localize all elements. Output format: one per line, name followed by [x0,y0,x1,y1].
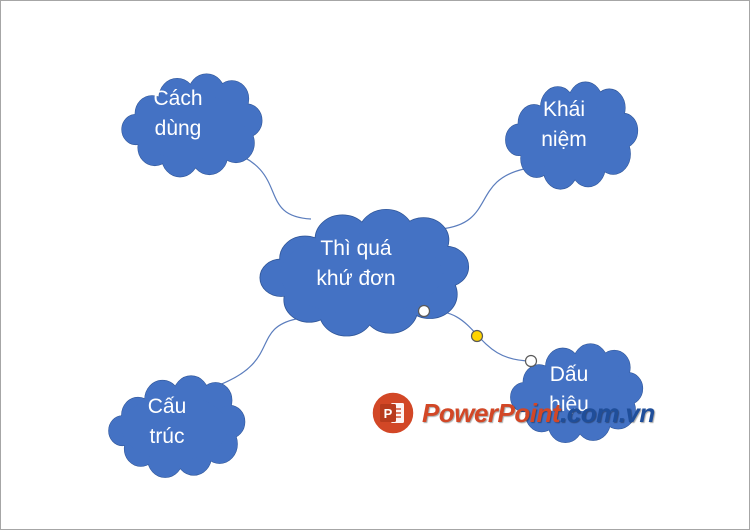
powerpoint-logo-icon: P [371,391,415,435]
connector-adjust-handle[interactable] [470,329,484,343]
label-cau-truc: Cấu trúc [147,395,187,448]
connector-end-handle[interactable] [524,354,538,368]
connector-cau-truc[interactable] [218,318,297,386]
powerpoint-watermark: P PowerPoint.com.vn [371,391,655,435]
label-khai-niem: Khái niệm [541,98,587,151]
label-center: Thì quá khứ đơn [316,237,396,290]
connector-khai-niem[interactable] [440,168,525,230]
label-dau-hieu: Dấu hiệu [549,363,589,416]
svg-text:P: P [384,406,393,421]
watermark-text: PowerPoint.com.vn [422,397,655,428]
label-cach-dung: Cách dùng [153,87,203,140]
connector-start-handle[interactable] [417,304,431,318]
